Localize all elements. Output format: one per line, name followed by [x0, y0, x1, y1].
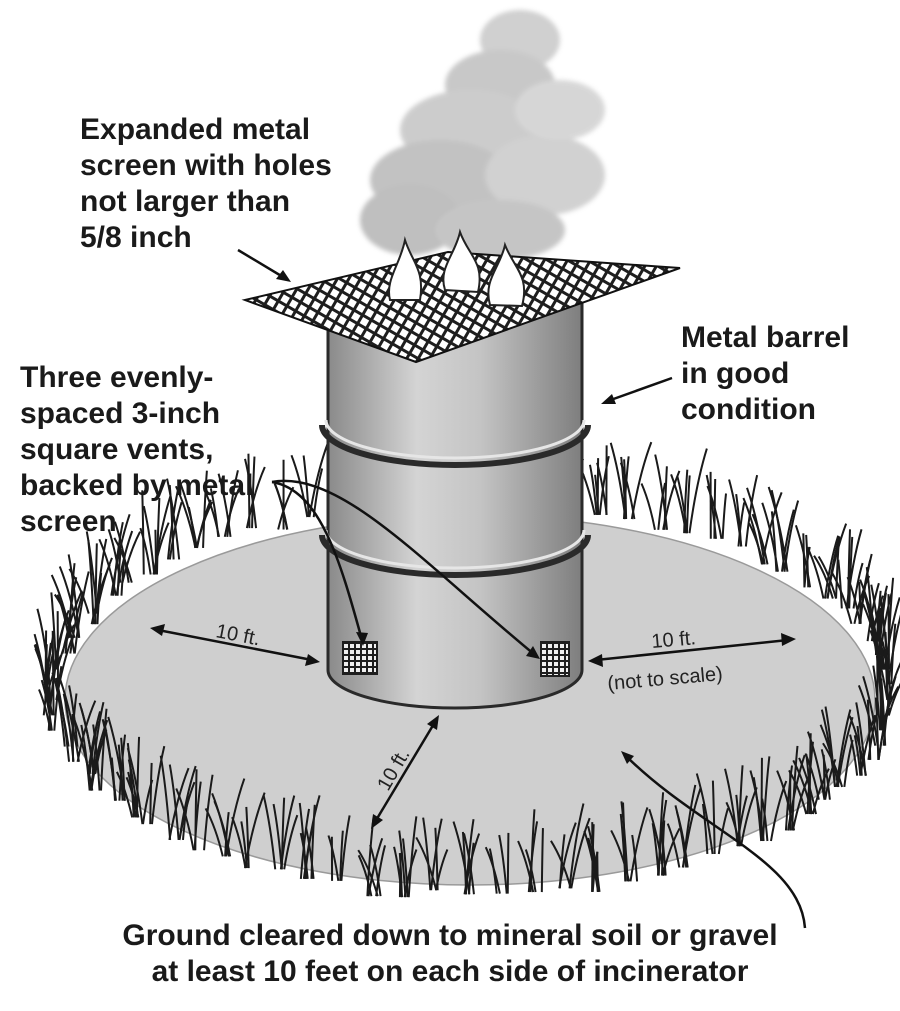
grass-tuft: [550, 803, 591, 889]
grass-tuft: [139, 490, 172, 575]
flames: [388, 228, 526, 308]
grass-tuft: [484, 832, 510, 894]
grass-tuft: [68, 531, 113, 614]
barrel-pointer: [604, 376, 673, 404]
grass-front: [33, 630, 900, 898]
grass-tuft: [174, 470, 214, 549]
grass-tuft: [116, 736, 141, 818]
grass-tuft: [262, 794, 299, 870]
smoke-plume: [360, 10, 605, 260]
ground-pointer: [624, 754, 807, 929]
grass-tuft: [244, 453, 266, 529]
vent-left: [342, 641, 378, 675]
grass-tuft: [705, 471, 728, 539]
grass-tuft: [415, 817, 449, 891]
grass-tuft: [648, 792, 681, 876]
grass-tuft: [204, 470, 240, 538]
grass-tuft: [78, 701, 108, 775]
vent-pointer-left: [271, 480, 364, 641]
grass-tuft: [794, 524, 812, 588]
grass-tuft: [837, 529, 864, 609]
grass-tuft: [640, 454, 681, 530]
grass-tuft: [298, 795, 321, 880]
grass-tuft: [695, 773, 729, 855]
label-metal-screen: Expanded metal screen with holes not lar…: [80, 113, 332, 254]
grass-tuft: [670, 448, 708, 534]
grass-tuft: [830, 553, 873, 625]
grass-tuft: [609, 441, 653, 520]
pointer-arrows: [237, 248, 807, 929]
grass-tuft: [101, 716, 127, 801]
grass-tuft: [862, 584, 900, 670]
label-ground: Ground cleared down to mineral soil or g…: [122, 919, 778, 988]
grass-tuft: [776, 745, 813, 831]
label-vents: Three evenly- spaced 3-inch square vents…: [20, 361, 254, 538]
grass-tuft: [666, 784, 702, 868]
grass-tuft: [749, 756, 788, 842]
grass-tuft: [848, 702, 877, 776]
grass-tuft: [806, 523, 848, 599]
expanded-metal-screen: [241, 250, 681, 364]
grass-tuft: [610, 801, 649, 882]
grass-tuft: [742, 487, 783, 565]
grass-tuft: [728, 474, 759, 547]
grass-tuft: [231, 792, 266, 869]
grass-tuft: [159, 755, 197, 841]
grass-tuft: [872, 645, 900, 731]
dimension-right: 10 ft.: [651, 627, 697, 653]
grass-tuft: [452, 819, 481, 895]
grass-tuft: [273, 459, 295, 530]
vent-pointer-right: [271, 479, 536, 656]
metal-barrel: [319, 298, 591, 710]
grass-tuft: [761, 486, 800, 572]
label-metal-barrel: Metal barrel in good condition: [681, 321, 850, 426]
grass-tuft: [34, 630, 74, 701]
grass-tuft: [866, 676, 897, 761]
grass-tuft: [517, 809, 544, 893]
dimension-arrows: [150, 624, 796, 829]
vent-right: [540, 641, 570, 677]
grass-tuft: [107, 521, 141, 583]
grass-tuft: [583, 822, 601, 893]
grass-tuft: [393, 816, 418, 898]
grass-tuft: [50, 554, 81, 639]
grass-tuft: [327, 815, 351, 882]
